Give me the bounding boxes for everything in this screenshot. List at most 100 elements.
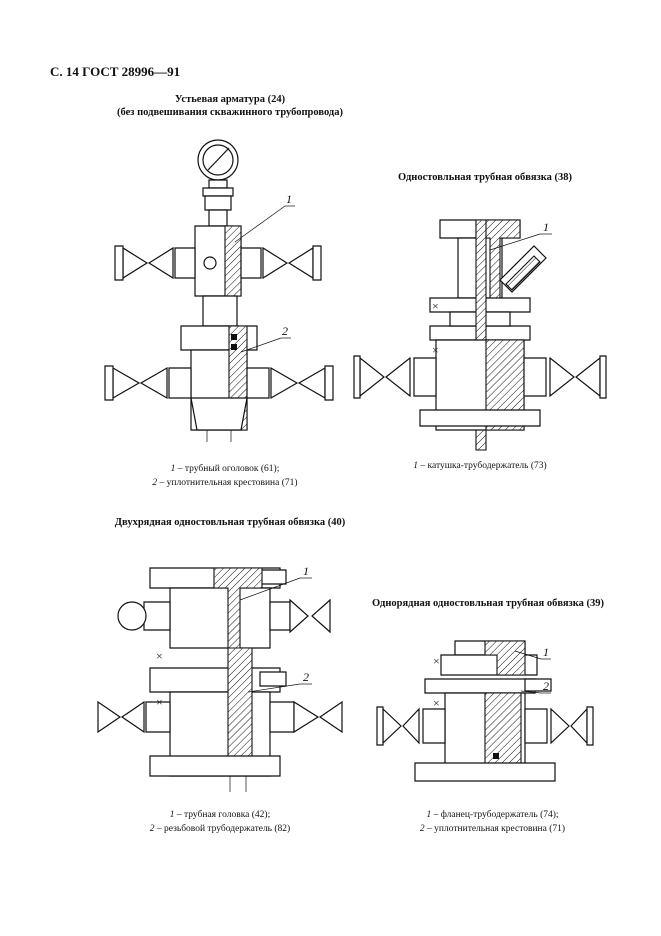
fig4-caption-line1: 1 – фланец-трубодержатель (74); <box>370 808 615 822</box>
fig2-caption-line1: 1 – катушка-трубодержатель (73) <box>350 459 610 473</box>
upper-left-valve <box>123 248 173 278</box>
middle-bolt <box>260 672 286 686</box>
flange-hanger-section <box>485 641 525 675</box>
fig3-caption: 1 – трубная головка (42); 2 – резьбовой … <box>90 808 350 836</box>
lower-left-flange <box>146 702 170 732</box>
callout-2-leader <box>521 691 541 693</box>
fig1-caption2-text: – уплотнительная крестовина (71) <box>157 478 298 488</box>
fig4-caption1-num: 1 <box>426 810 432 820</box>
seal-mark <box>231 334 237 340</box>
middle-flange <box>425 679 535 693</box>
upper-right-valve <box>290 600 330 632</box>
fig3-dual-string-drawing: × × 1 2 <box>90 564 350 800</box>
upper-right-flange <box>241 248 261 278</box>
fig3-caption1-text: – трубная головка (42); <box>174 810 271 820</box>
callout-2-label: 2 <box>543 679 549 693</box>
gauge-needle <box>208 148 229 170</box>
seal-mark <box>231 344 237 350</box>
stud-mark: × <box>433 654 440 668</box>
callout-1-label: 1 <box>543 645 549 659</box>
callout-1-label: 1 <box>303 564 309 578</box>
left-end-flange <box>377 707 383 745</box>
middle-flange <box>150 668 280 692</box>
lower-left-valve <box>113 368 167 398</box>
fig2-caption1-text: – катушка-трубодержатель (73) <box>418 461 547 471</box>
bottom-flange <box>415 763 555 781</box>
right-end-flange <box>600 356 606 398</box>
seal-mark <box>493 753 499 759</box>
lower-left-flange <box>169 368 191 398</box>
fig2-tubing-spool-drawing: × × 1 <box>350 210 610 455</box>
gauge-adapter <box>209 210 227 226</box>
spool <box>203 296 237 326</box>
stud-mark: × <box>156 649 163 663</box>
fig1-wellhead-drawing: 1 2 <box>95 130 355 450</box>
right-end-flange <box>587 707 593 745</box>
fig1-caption1-num: 1 <box>170 464 176 474</box>
upper-right-flange <box>270 602 290 630</box>
lower-right-valve <box>294 702 342 732</box>
right-valve <box>551 709 587 743</box>
callout-2-leader <box>248 684 300 692</box>
callout-2-leader <box>241 338 281 352</box>
cross-bore <box>204 257 216 269</box>
fig4-caption: 1 – фланец-трубодержатель (74); 2 – упло… <box>370 808 615 836</box>
fig1-caption2-num: 2 <box>152 478 158 488</box>
bottom-flange <box>150 756 280 776</box>
left-outlet-flange <box>414 358 436 396</box>
bottom-flange <box>420 410 540 426</box>
left-end-flange <box>354 356 360 398</box>
callout-1-label: 1 <box>286 192 292 206</box>
left-valve <box>360 358 410 396</box>
upper-right-valve <box>263 248 313 278</box>
fig4-caption-line2: 2 – уплотнительная крестовина (71) <box>370 822 615 836</box>
lower-right-flange <box>247 368 269 398</box>
lower-left-valve <box>98 702 144 732</box>
lower-right-flange <box>270 702 294 732</box>
right-valve <box>550 358 600 396</box>
page-header: С. 14 ГОСТ 28996—91 <box>50 64 181 79</box>
fig4-caption1-text: – фланец-трубодержатель (74); <box>431 810 559 820</box>
fig3-caption-line1: 1 – трубная головка (42); <box>90 808 350 822</box>
callout-2-label: 2 <box>282 324 288 338</box>
callout-1-leader <box>240 578 300 600</box>
fig3-caption-line2: 2 – резьбовой трубодержатель (82) <box>90 822 350 836</box>
lower-right-end-flange <box>325 366 333 400</box>
fig2-title: Одностовльная трубная обвязка (38) <box>397 172 573 183</box>
gauge-valve <box>205 196 231 210</box>
upper-left-handwheel <box>118 602 146 630</box>
fig4-single-string-drawing: × × 1 2 <box>375 635 605 800</box>
upper-right-end-flange <box>313 246 321 280</box>
fig4-caption2-text: – уплотнительная крестовина (71) <box>424 824 566 834</box>
stud-mark: × <box>156 695 163 709</box>
left-outlet-flange <box>423 709 445 743</box>
fig4-title: Однорядная одностовльная трубная обвязка… <box>371 598 605 609</box>
fig1-caption-line1: 1 – трубный оголовок (61); <box>95 462 355 476</box>
fig1-caption1-text: – трубный оголовок (61); <box>175 464 280 474</box>
lower-left-end-flange <box>105 366 113 400</box>
fig4-caption2-num: 2 <box>419 824 425 834</box>
lower-cross-section <box>486 340 524 430</box>
upper-body <box>170 588 270 648</box>
callout-1-leader <box>490 234 540 250</box>
callout-1-label: 1 <box>543 220 549 234</box>
callout-1-leader <box>515 651 541 659</box>
fig3-caption2-num: 2 <box>149 824 155 834</box>
lower-right-valve <box>271 368 325 398</box>
stud-mark: × <box>432 299 439 313</box>
side-bolt <box>525 679 551 691</box>
fig1-title-line1: Устьевая арматура (24) <box>174 94 286 105</box>
right-outlet-flange <box>524 358 546 396</box>
fig3-caption2-text: – резьбовой трубодержатель (82) <box>154 824 291 834</box>
upper-left-end-flange <box>115 246 123 280</box>
tubing-head-section <box>225 226 241 296</box>
callout-1-leader <box>235 206 285 242</box>
fig3-title: Двухрядная одностовльная трубная обвязка… <box>114 517 346 528</box>
upper-left-flange <box>175 248 195 278</box>
gauge-dial <box>203 145 233 175</box>
fig1-caption-line2: 2 – уплотнительная крестовина (71) <box>95 476 355 490</box>
fig2-caption1-num: 1 <box>413 461 419 471</box>
stud-mark: × <box>433 696 440 710</box>
fig2-caption: 1 – катушка-трубодержатель (73) <box>350 459 610 473</box>
fig3-caption1-num: 1 <box>169 810 175 820</box>
